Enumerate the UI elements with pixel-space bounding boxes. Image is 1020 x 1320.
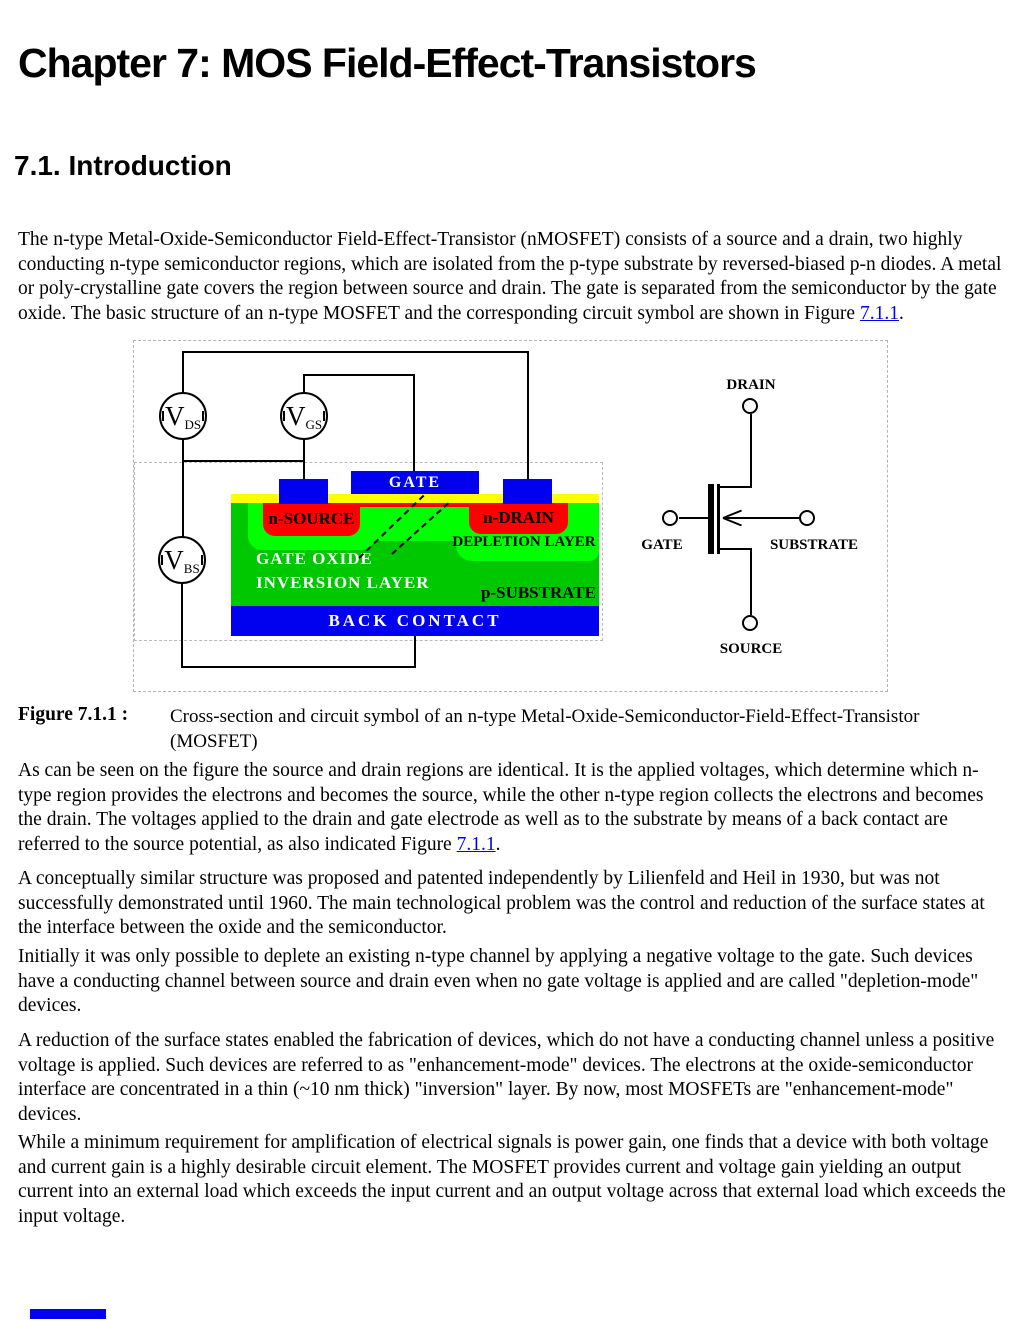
wire-back-contact xyxy=(414,636,416,668)
cross-section-image-border xyxy=(134,462,603,641)
voltmeter-vgs: VGS xyxy=(280,392,328,440)
paragraph-depletion-mode: Initially it was only possible to deplet… xyxy=(18,946,979,1016)
inversion-layer-label: INVERSION LAYER xyxy=(256,573,430,592)
symbol-gate-label: GATE xyxy=(641,537,683,553)
paragraph-gain: While a minimum requirement for amplific… xyxy=(18,1132,1006,1227)
symbol-source-wire-v xyxy=(750,548,752,615)
bottom-bar-fragment xyxy=(30,1309,106,1319)
symbol-drain-label: DRAIN xyxy=(726,377,776,393)
back-contact-label: BACK CONTACT xyxy=(328,611,502,630)
source-contact xyxy=(279,479,328,504)
vgs-subscript: GS xyxy=(305,417,323,433)
paragraph-history: A conceptually similar structure was pro… xyxy=(18,868,985,938)
voltmeter-vbs: VBS xyxy=(158,536,206,584)
symbol-drain-wire-h xyxy=(719,486,752,488)
paragraph-source-drain: As can be seen on the figure the source … xyxy=(18,759,1008,857)
back-contact-bar: BACK CONTACT xyxy=(231,606,599,636)
figure-link-7-1-1[interactable]: 7.1.1 xyxy=(456,833,496,855)
figure-caption-label: Figure 7.1.1 : xyxy=(18,704,129,725)
wire-vds-to-vbs xyxy=(182,439,184,537)
section-heading: 7.1. Introduction xyxy=(14,150,232,181)
vbs-label: V xyxy=(164,545,184,575)
wire-to-gate xyxy=(303,374,415,376)
gate-electrode: GATE xyxy=(351,471,479,494)
gate-oxide-label: GATE OXIDE xyxy=(256,549,373,568)
gate-oxide-layer xyxy=(231,494,599,503)
paragraph-text: . xyxy=(898,302,904,324)
wire-source-tie xyxy=(182,460,304,462)
symbol-source-wire-h xyxy=(719,548,752,550)
substrate-terminal xyxy=(799,510,815,526)
paragraph-enhancement-mode: A reduction of the surface states enable… xyxy=(18,1030,995,1125)
paragraph-text: The n-type Metal-Oxide-Semiconductor Fie… xyxy=(18,229,1002,324)
gate-label: GATE xyxy=(388,474,442,491)
symbol-source-label: SOURCE xyxy=(719,641,783,657)
source-terminal xyxy=(742,615,758,631)
n-drain-label: n-DRAIN xyxy=(483,508,554,527)
symbol-substrate-wire xyxy=(723,517,799,519)
depletion-layer-label: DEPLETION LAYER xyxy=(452,534,596,550)
symbol-gate-bar xyxy=(708,484,714,554)
wire-vgs-top xyxy=(303,374,305,393)
n-drain-region: n-DRAIN xyxy=(469,503,568,534)
drain-contact xyxy=(503,479,552,504)
voltmeter-vds: VDS xyxy=(159,392,207,440)
wire-bottom xyxy=(181,666,416,668)
figure-7-1-1: VDS VGS VBS n-SOURCE n-DRAIN GATE BACK C… xyxy=(133,340,888,692)
gate-terminal xyxy=(662,510,678,526)
n-source-region: n-SOURCE xyxy=(263,503,360,536)
wire-vgs-to-source xyxy=(303,439,305,479)
paragraph-intro: The n-type Metal-Oxide-Semiconductor Fie… xyxy=(18,228,1008,326)
figure-caption-text: Cross-section and circuit symbol of an n… xyxy=(170,706,920,752)
symbol-substrate-label: SUBSTRATE xyxy=(769,537,859,553)
wire-vbs-bottom xyxy=(181,583,183,668)
symbol-channel-bar xyxy=(717,484,720,554)
symbol-gate-wire xyxy=(679,517,708,519)
figure-link-7-1-1[interactable]: 7.1.1 xyxy=(859,302,899,324)
vds-label: V xyxy=(164,401,185,431)
wire-vds-top xyxy=(182,351,184,393)
vds-subscript: DS xyxy=(184,417,202,433)
symbol-drain-wire-v xyxy=(750,414,752,487)
vgs-label: V xyxy=(285,401,306,431)
drain-terminal xyxy=(742,398,758,414)
wire-gate-drop xyxy=(413,374,415,471)
wire-drain-drop xyxy=(527,351,529,479)
wire-top-to-drain xyxy=(182,351,529,353)
depletion-layer-channel xyxy=(349,503,469,541)
p-substrate-label: p-SUBSTRATE xyxy=(481,583,596,602)
n-source-label: n-SOURCE xyxy=(268,509,355,528)
paragraph-text: As can be seen on the figure the source … xyxy=(18,760,984,855)
page-title: Chapter 7: MOS Field-Effect-Transistors xyxy=(18,40,757,86)
paragraph-text: . xyxy=(495,833,501,855)
inversion-layer-line xyxy=(360,503,469,507)
vbs-subscript: BS xyxy=(183,561,200,577)
